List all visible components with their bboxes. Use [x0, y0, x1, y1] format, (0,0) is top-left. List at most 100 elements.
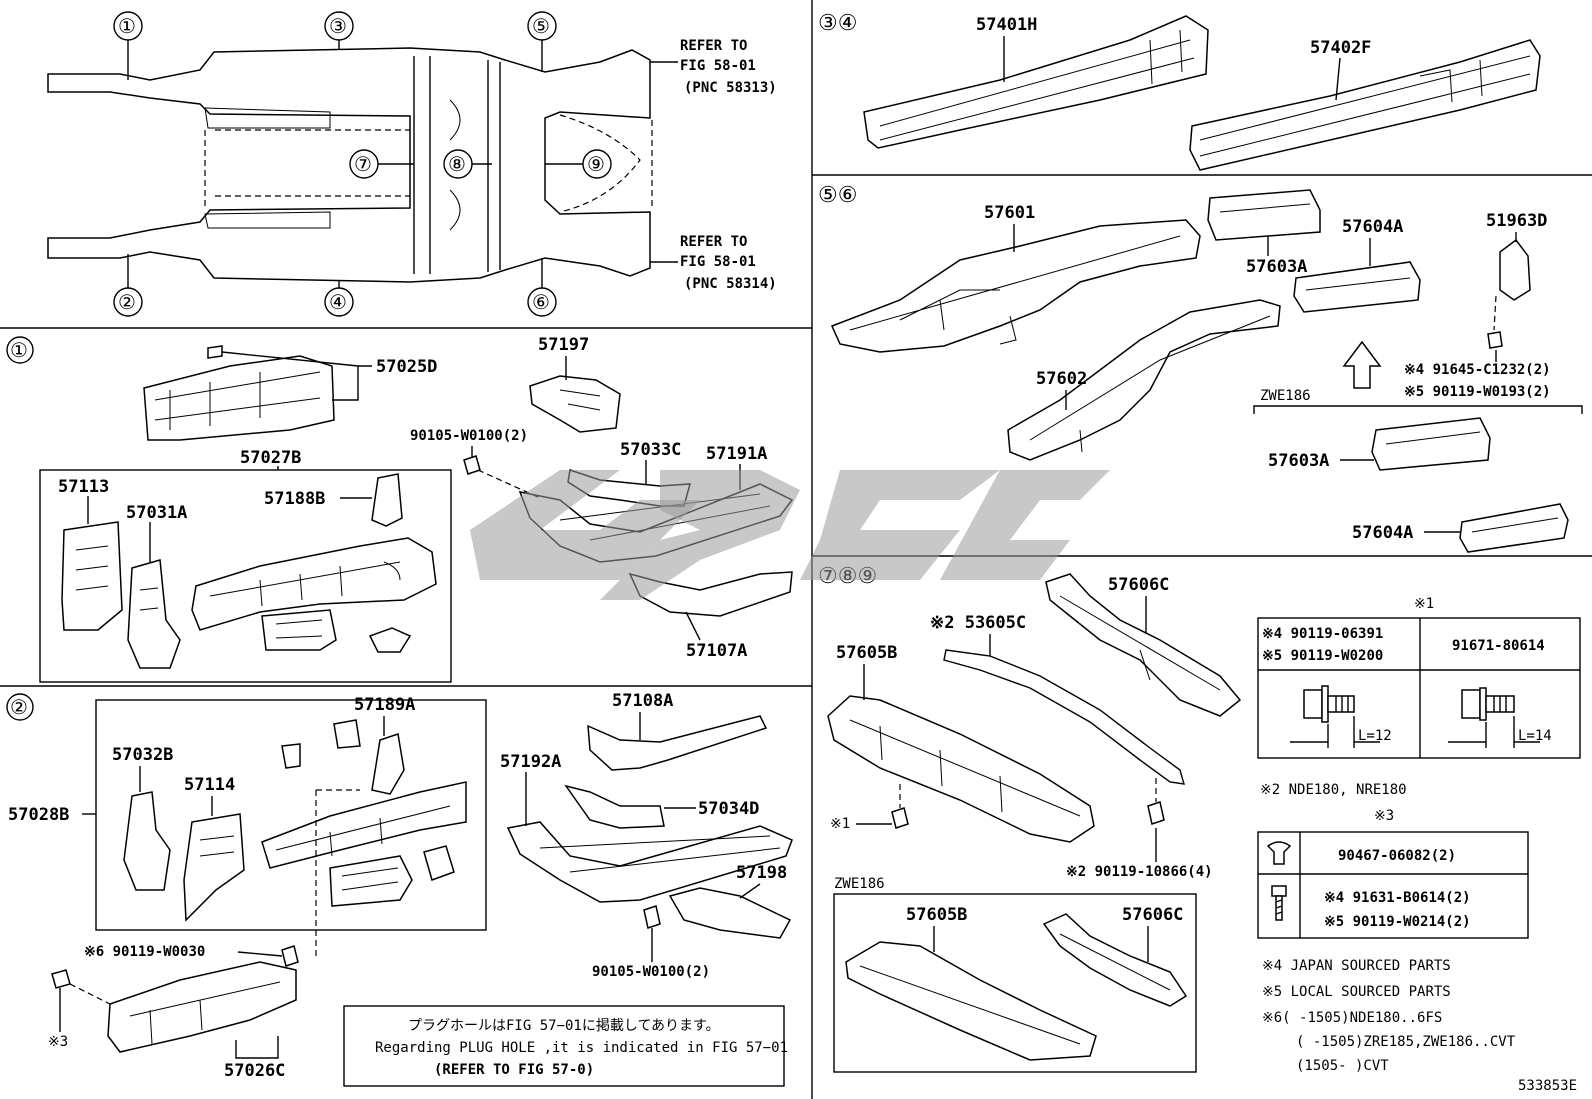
plug-note-line3: (REFER TO FIG 57-0) [434, 1062, 594, 1078]
label-57113: 57113 [58, 477, 109, 497]
callout-6: ⑥ [527, 258, 557, 317]
direction-arrow [1342, 340, 1382, 389]
panel-34: ③④ [818, 11, 1541, 171]
label-53605C: ※2 53605C [930, 613, 1026, 633]
refer-top-line1: REFER TO [680, 38, 747, 54]
label-57033C: 57033C [620, 440, 681, 460]
callout-3: ③ [324, 11, 354, 50]
part-57032B-shape [123, 791, 171, 891]
callout-1-label: ① [118, 14, 136, 38]
label-57603A-zwe: 57603A [1268, 451, 1329, 471]
label-57606C-zwe: 57606C [1122, 905, 1183, 925]
callout-9-label: ⑨ [587, 152, 605, 176]
part-57603A-zwe-shape [1371, 417, 1491, 471]
refer-bottom-line3: (PNC 58314) [684, 276, 777, 292]
note1-dim2: L=14 [1518, 728, 1552, 744]
legend: ※4 JAPAN SOURCED PARTS ※5 LOCAL SOURCED … [1262, 958, 1516, 1074]
label-57198: 57198 [736, 863, 787, 883]
label-90105-W0100-p1: 90105-W0100(2) [410, 428, 528, 444]
washer-bolt-icon [1448, 687, 1540, 748]
part-57605B-zwe-shape [845, 941, 1097, 1061]
refer-bottom-note: REFER TO FIG 58-01 (PNC 58314) [650, 234, 777, 292]
label-zwe186-789: ZWE186 [834, 876, 885, 892]
label-57192A: 57192A [500, 752, 561, 772]
label-note3-ref: ※3 [48, 1034, 68, 1050]
panel-56-header: ⑤⑥ [818, 183, 857, 208]
label-51963D: 51963D [1486, 211, 1547, 231]
panel-2-subassembly-box [95, 699, 487, 931]
label-57197: 57197 [538, 335, 589, 355]
flange-bolt-icon [1290, 685, 1380, 748]
label-57108A: 57108A [612, 691, 673, 711]
label-57402F: 57402F [1310, 38, 1371, 58]
panel-1-subassembly-box [39, 469, 452, 683]
plug-hole-note: プラグホールはFIG 57−01に掲載してあります。 Regarding PLU… [343, 1005, 788, 1087]
panel-56: ⑤⑥ [818, 183, 1583, 553]
part-57605B-shape [827, 695, 1095, 843]
callout-3-label: ③ [329, 14, 347, 38]
label-57601: 57601 [984, 203, 1035, 223]
plug-note-line1: プラグホールはFIG 57−01に掲載してあります。 [408, 1018, 720, 1034]
label-57605B-zwe: 57605B [906, 905, 967, 925]
label-57603A: 57603A [1246, 257, 1307, 277]
callout-4-label: ④ [329, 290, 347, 314]
part-57107A-shape [628, 571, 793, 617]
part-57026C-shape [107, 961, 297, 1053]
legend-n5: ※5 LOCAL SOURCED PARTS [1262, 984, 1451, 1000]
note1-col2: 91671-80614 [1452, 638, 1545, 654]
label-57026C: 57026C [224, 1061, 285, 1081]
label-fastener-91645: ※4 91645-C1232(2) [1404, 362, 1551, 378]
part-57192A-shape [506, 821, 793, 903]
callout-1: ① [113, 11, 143, 80]
overview-floor-drawing [47, 47, 653, 283]
callout-7-label: ⑦ [354, 152, 372, 176]
label-57606C: 57606C [1108, 575, 1169, 595]
panel-789: ⑦⑧⑨ [818, 564, 1242, 1073]
part-57198-shape [668, 887, 792, 939]
part-57602-shape [1007, 299, 1281, 461]
label-57107A: 57107A [686, 641, 747, 661]
label-57031A: 57031A [126, 503, 187, 523]
part-57604A-zwe-shape [1459, 503, 1569, 553]
legend-n6c: (1505- )CVT [1296, 1058, 1389, 1074]
figure-id: 533853E [1518, 1078, 1577, 1094]
note3-row2-line1: ※4 91631-B0614(2) [1324, 890, 1471, 906]
label-57027B: 57027B [240, 448, 301, 468]
label-57604A-zwe: 57604A [1352, 523, 1413, 543]
label-90119-W0030: ※6 90119-W0030 [84, 944, 205, 960]
callout-5: ⑤ [527, 11, 557, 72]
note1-table: ※1 ※4 90119-06391 ※5 90119-W0200 91671-8… [1257, 596, 1581, 759]
panel-1-header: ① [10, 338, 28, 362]
label-57191A: 57191A [706, 444, 767, 464]
part-53605C-shape [943, 649, 1185, 785]
part-57401H-shape [863, 15, 1209, 149]
part-57606C-zwe-shape [1042, 913, 1188, 1007]
panel-2: ② [6, 693, 793, 1053]
refer-top-line3: (PNC 58313) [684, 80, 777, 96]
label-57189A: 57189A [354, 695, 415, 715]
note1-col1-line2: ※5 90119-W0200 [1262, 648, 1383, 664]
note1-dim1: L=12 [1358, 728, 1392, 744]
label-57602: 57602 [1036, 369, 1087, 389]
label-57114: 57114 [184, 775, 235, 795]
part-57034D-shape [564, 784, 665, 829]
label-fastener-90119-W0193: ※5 90119-W0193(2) [1404, 384, 1551, 400]
panel-34-labels: 57401H 57402F [976, 15, 1371, 101]
callout-8-label: ⑧ [448, 152, 466, 176]
refer-top-note: REFER TO FIG 58-01 (PNC 58313) [650, 38, 777, 96]
panel-56-labels: 57601 57603A 57604A 51963D 57602 ※4 9164… [984, 203, 1551, 543]
panel-34-header: ③④ [818, 11, 857, 36]
callout-4: ④ [324, 280, 354, 317]
part-57603A-shape [1207, 189, 1321, 241]
note3-title: ※3 [1374, 808, 1394, 824]
legend-n4: ※4 JAPAN SOURCED PARTS [1262, 958, 1451, 974]
part-57113-shape [61, 521, 123, 631]
part-51963D-shape [1499, 238, 1531, 301]
label-57028B: 57028B [8, 805, 69, 825]
label-57604A: 57604A [1342, 217, 1403, 237]
clip-icon [1266, 841, 1292, 865]
label-57025D: 57025D [376, 357, 437, 377]
part-57402F-shape [1189, 39, 1541, 171]
